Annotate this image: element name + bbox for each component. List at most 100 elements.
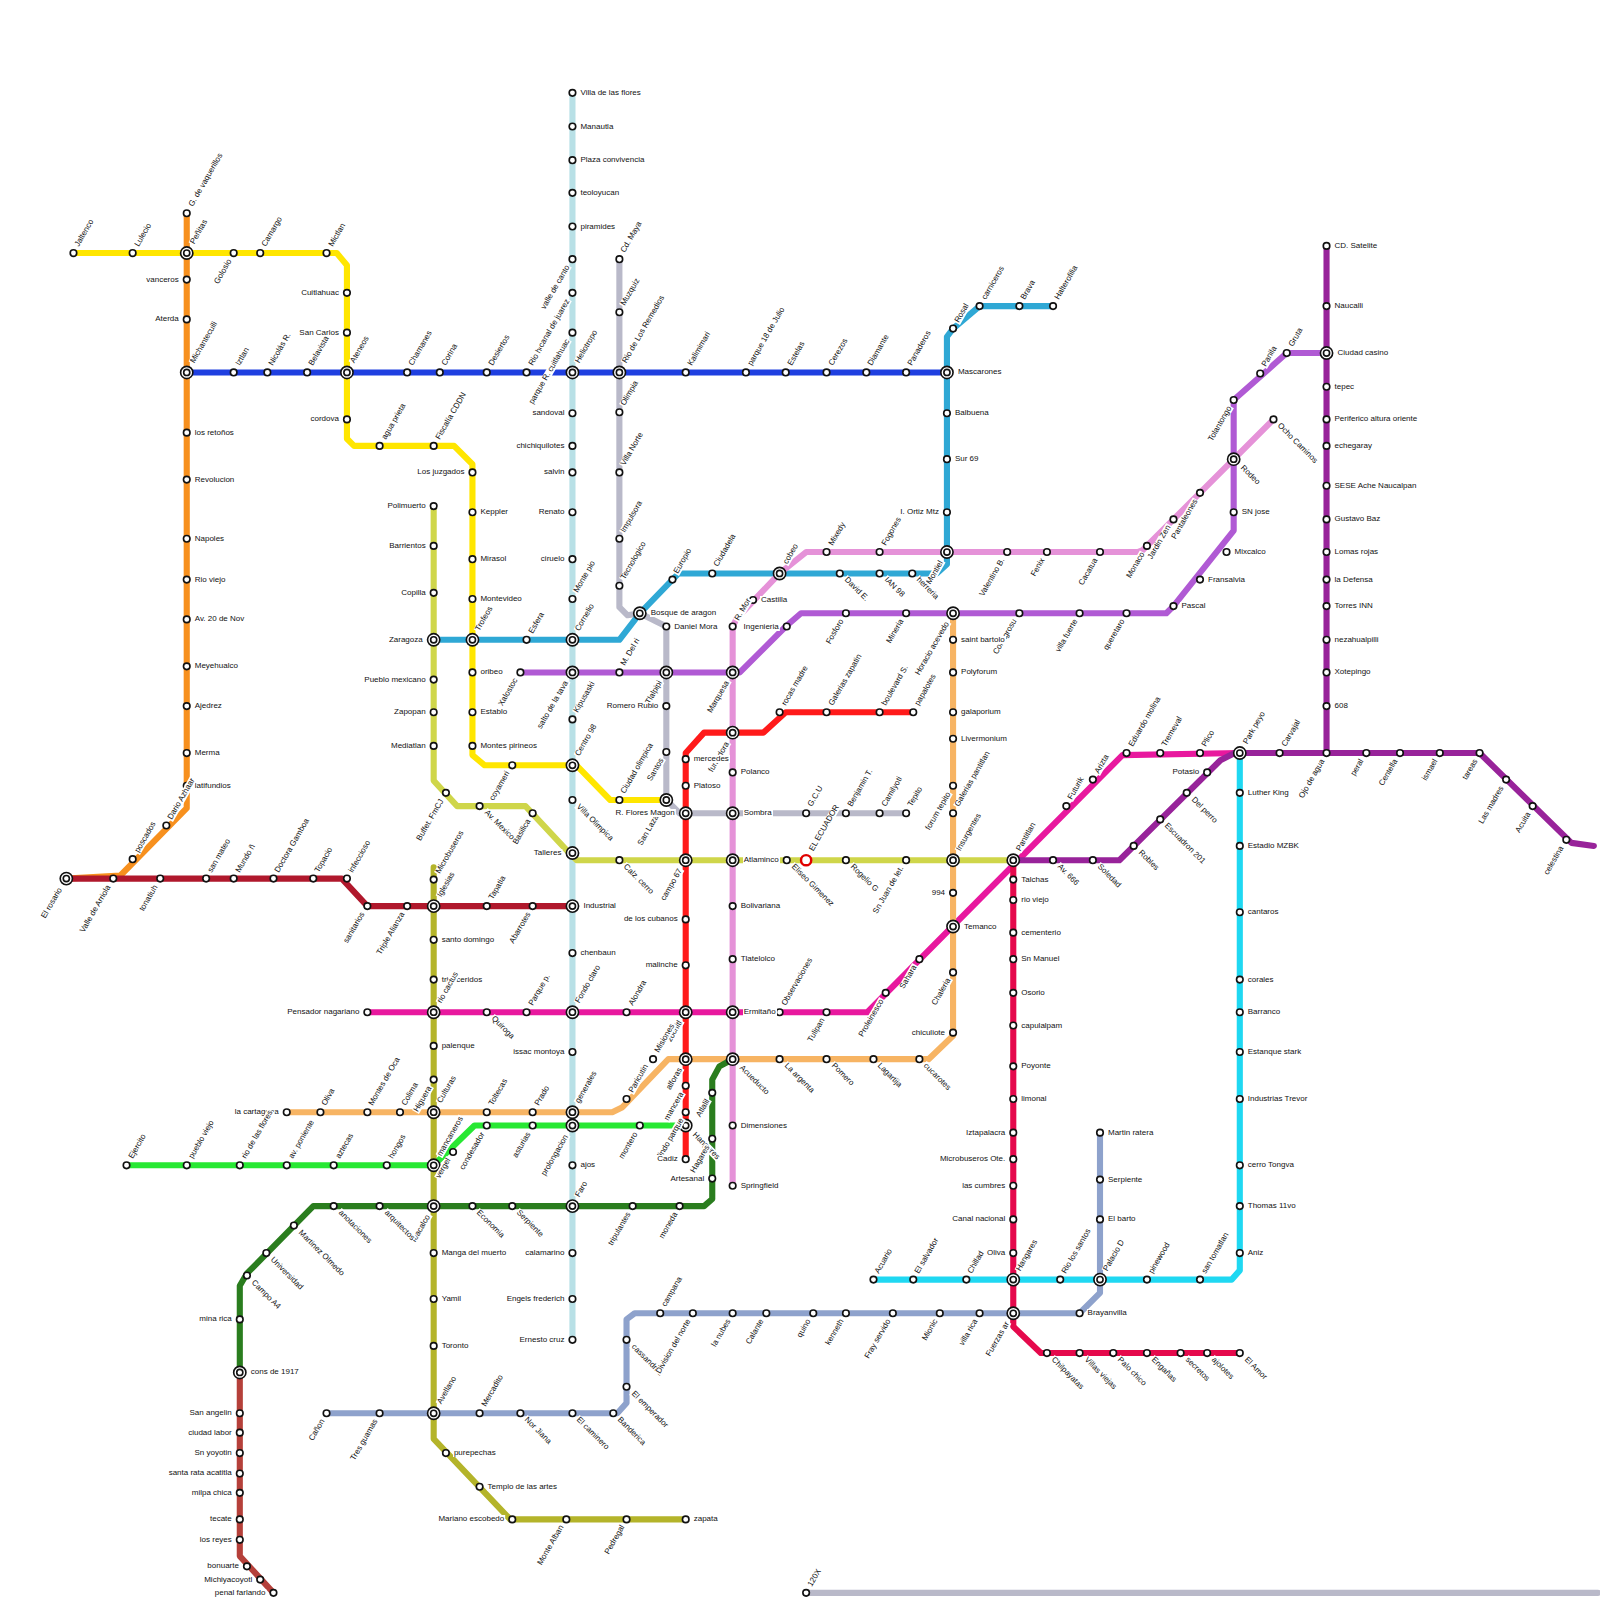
station-dot [469,556,476,563]
station-label: la Defensa [1334,576,1374,584]
station-dot [682,1156,689,1163]
interchange-station [466,634,478,646]
station-dot [1010,929,1017,936]
interchange-station-inner [569,1109,575,1115]
station-dot [843,610,850,617]
station-dot [569,797,576,804]
station-dot [876,810,883,817]
station-label: tripulantes [606,1210,632,1248]
station-label: salto de la tava [536,679,571,731]
station-label: Pensador nagariano [286,1008,360,1016]
station-label: Fogones [880,515,903,548]
station-dot [616,409,623,416]
station-label: Eliseo Gimenez [789,862,836,909]
station-dot [1323,416,1330,423]
station-label: Park peyo [1241,709,1267,746]
station-label: Bosque de aragon [650,609,717,617]
station-label: malinche [645,961,679,969]
station-label: milpa chica [191,1489,233,1497]
interchange-station-inner [683,810,689,816]
interchange-station-inner [569,669,575,675]
station-dot [870,1276,877,1283]
station-dot [1529,803,1536,810]
station-dot [729,1182,736,1189]
station-dot [304,369,311,376]
interchange-station [341,366,353,378]
station-label: Del perro [1189,795,1219,825]
station-dot [1323,303,1330,310]
station-label: Sombra [743,809,773,817]
station-dot [1223,549,1230,556]
station-label: Atlalil [695,1097,712,1119]
station-label: Livermonium [960,735,1008,743]
station-label: Tepito [906,785,925,809]
station-label: capulalpam [1020,1022,1063,1030]
interchange-station-inner [1010,1310,1016,1316]
station-dot [843,810,850,817]
station-label: campana [660,1275,684,1309]
station-dot [1177,1350,1184,1357]
station-label: Triple Alianza [375,910,407,957]
station-dot [430,876,437,883]
station-label: Plaza convivencia [579,156,645,164]
station-label: Eduardo molina [1127,695,1163,749]
station-label: Campo A4 [249,1278,282,1311]
interchange-station [181,247,193,259]
station-dot [1044,1350,1051,1357]
station-label: Kipusaski [572,680,597,715]
station-label: Zaragoza [388,636,424,644]
station-dot [870,1056,877,1063]
interchange-station [566,1106,578,1118]
station-label: Santos [646,756,666,783]
interchange-station [613,366,625,378]
station-dot [237,1537,244,1544]
station-label: Muzquiz [619,277,642,309]
station-dot [776,1009,783,1016]
interchange-station [680,1053,692,1065]
station-dot [669,576,676,583]
station-dot [483,903,490,910]
station-dot [430,743,437,750]
station-dot [569,1250,576,1257]
station-dot [1076,1310,1083,1317]
station-label: Fransalvia [1207,576,1246,584]
station-dot [70,250,77,257]
station-dot [183,429,190,436]
station-dot [244,1272,251,1279]
station-dot [344,290,351,297]
station-label: forum tepito [924,790,953,832]
station-dot [682,962,689,969]
station-label: Estanque stark [1247,1048,1302,1056]
station-label: Panila [1260,344,1279,369]
station-dot [183,316,190,323]
station-dot [616,309,623,316]
station-label: Basilica [511,817,533,847]
station-label: Toronto [441,1342,470,1350]
interchange-station-inner [637,610,643,616]
station-dot [803,1590,810,1597]
station-label: Copilla [400,589,426,597]
station-label: la nubes [710,1317,733,1349]
station-label: Ateneos [348,335,371,366]
station-label: limonal [1020,1095,1047,1103]
station-label: Palo chico [1115,1355,1148,1388]
station-dot [743,369,750,376]
station-dot [237,1516,244,1523]
station-label: Meyehualco [194,662,239,670]
interchange-station [941,546,953,558]
interchange-station [566,847,578,859]
interchange-station-inner [469,637,475,643]
station-label: SESE Ache Naucalpan [1334,482,1418,490]
line-red [686,712,914,1159]
station-label: La argenta [782,1061,816,1095]
station-dot [1090,857,1097,864]
station-label: ajos [579,1161,596,1169]
station-dot [663,623,670,630]
station-dot [469,669,476,676]
station-label: calamarino [524,1249,565,1257]
interchange-station-inner [1097,1277,1103,1283]
station-label: Mineria [885,617,906,645]
